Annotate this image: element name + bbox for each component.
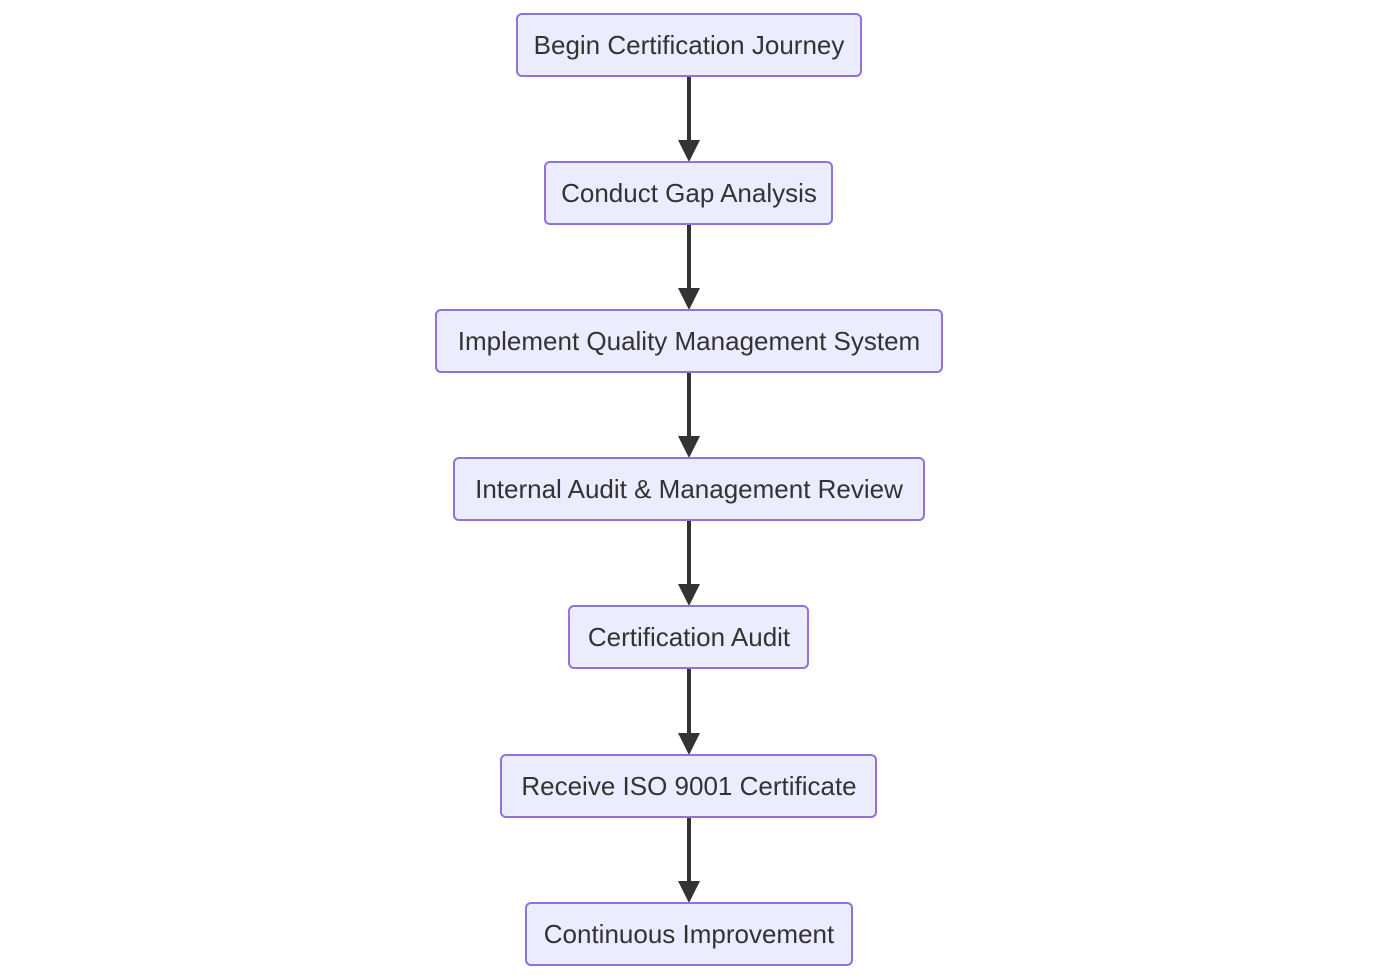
node-internal-audit-management-review[interactable]: Internal Audit & Management Review [453,457,925,521]
node-certification-audit[interactable]: Certification Audit [568,605,809,669]
node-box [500,754,877,818]
node-begin-certification-journey[interactable]: Begin Certification Journey [516,13,862,77]
node-receive-iso-9001-certificate[interactable]: Receive ISO 9001 Certificate [500,754,877,818]
edge-begin-to-gap [678,76,700,162]
node-label: Receive ISO 9001 Certificate [521,771,856,801]
node-implement-quality-management-system[interactable]: Implement Quality Management System [435,309,943,373]
arrowhead-icon [678,881,700,903]
edge-review-to-audit [678,520,700,606]
node-conduct-gap-analysis[interactable]: Conduct Gap Analysis [544,161,833,225]
node-label: Certification Audit [588,622,791,652]
node-box [453,457,925,521]
node-box [516,13,862,77]
arrowhead-icon [678,584,700,606]
edge-gap-to-qms [678,224,700,310]
node-label: Internal Audit & Management Review [475,474,903,504]
node-box [435,309,943,373]
arrowhead-icon [678,140,700,162]
edge-certificate-to-improve [678,817,700,903]
node-label: Continuous Improvement [544,919,835,949]
arrowhead-icon [678,436,700,458]
node-continuous-improvement[interactable]: Continuous Improvement [525,902,853,966]
flowchart-nodes: Begin Certification Journey Conduct Gap … [435,13,943,966]
node-box [544,161,833,225]
edge-qms-to-review [678,372,700,458]
node-box [525,902,853,966]
arrowhead-icon [678,733,700,755]
flowchart-edges [678,76,700,903]
edge-audit-to-certificate [678,668,700,755]
node-box [568,605,809,669]
arrowhead-icon [678,288,700,310]
node-label: Conduct Gap Analysis [561,178,817,208]
node-label: Implement Quality Management System [458,326,920,356]
node-label: Begin Certification Journey [534,30,845,60]
